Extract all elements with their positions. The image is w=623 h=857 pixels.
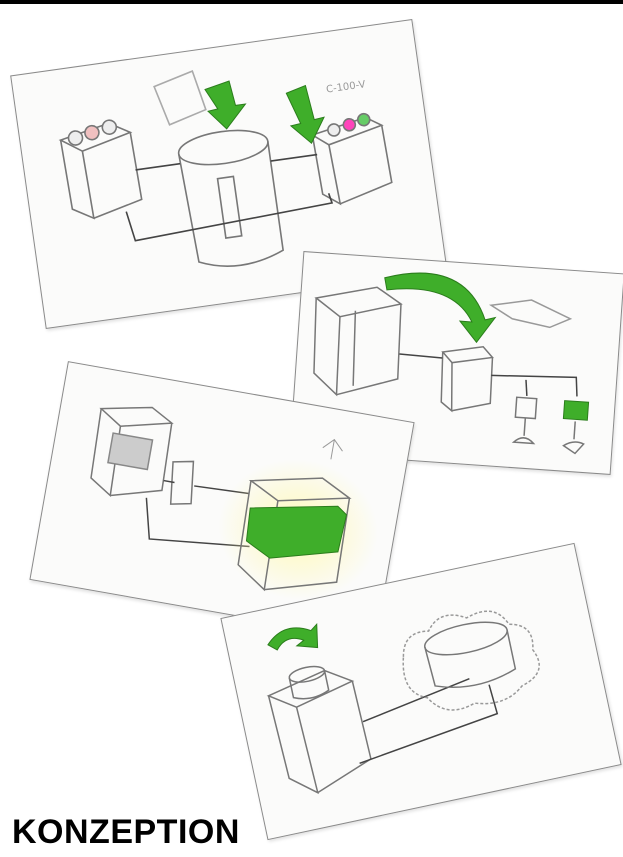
top-rule xyxy=(0,0,623,4)
sketch-1-handwriting: C-100-V xyxy=(326,79,367,95)
page-title: KONZEPTION xyxy=(12,812,240,852)
